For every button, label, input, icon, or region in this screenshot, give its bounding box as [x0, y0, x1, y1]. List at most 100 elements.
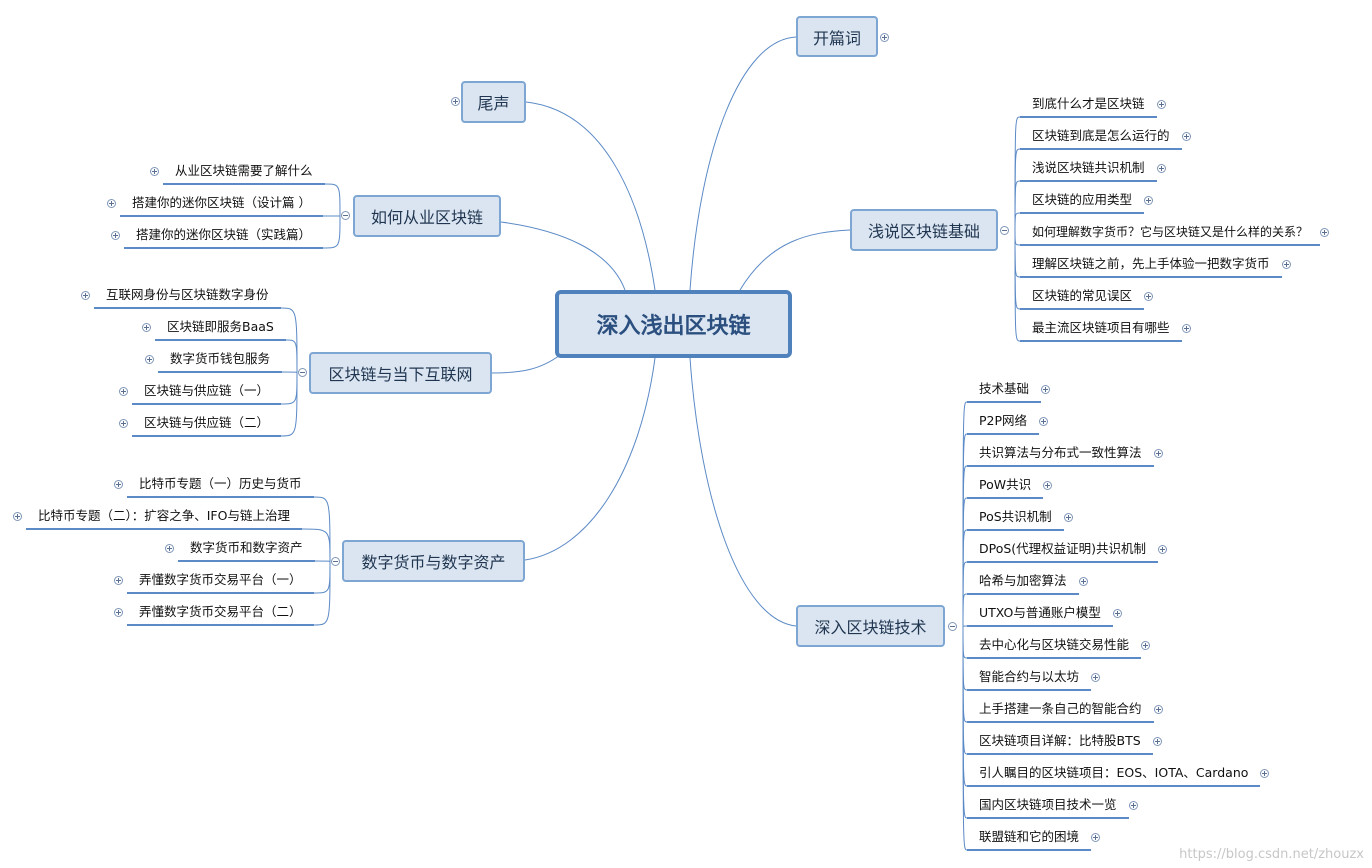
leaf-link: [322, 215, 341, 249]
leaf-shuzi-3[interactable]: 数字货币和数字资产: [190, 540, 303, 555]
leaf-qianshuo-2[interactable]: 区块链到底是怎么运行的: [1032, 128, 1170, 143]
topic-qianshuo[interactable]: 浅说区块链基础: [850, 209, 998, 251]
topic-congye[interactable]: 如何从业区块链: [353, 195, 501, 237]
leaf-shenru-10[interactable]: 智能合约与以太坊: [979, 669, 1080, 684]
leaf-shenru-7[interactable]: 哈希与加密算法: [979, 573, 1067, 588]
leaf-shenru-8[interactable]: UTXO与普通账户模型: [979, 605, 1101, 620]
expand-weisheng-icon[interactable]: [451, 97, 460, 106]
leaf-shenru-11[interactable]: 上手搭建一条自己的智能合约: [979, 701, 1142, 716]
leaf-shenru-2[interactable]: P2P网络: [979, 413, 1028, 428]
leaf-shuzi-1[interactable]: 比特币专题（一）历史与货币: [139, 476, 302, 491]
leaf-shuzi-5[interactable]: 弄懂数字货币交易平台（二）: [139, 604, 302, 619]
leaf-shenru-13[interactable]: 引人瞩目的区块链项目：EOS、IOTA、Cardano: [979, 765, 1249, 780]
expand-leaf-icon[interactable]: [1064, 513, 1073, 522]
leaf-shenru-15[interactable]: 联盟链和它的困境: [979, 829, 1080, 844]
expand-kaipian-icon[interactable]: [880, 33, 889, 42]
link-shuzi: [524, 357, 656, 561]
expand-leaf-icon[interactable]: [1157, 164, 1166, 173]
expand-leaf-icon[interactable]: [119, 387, 128, 396]
expand-leaf-icon[interactable]: [1141, 641, 1150, 650]
expand-leaf-icon[interactable]: [81, 291, 90, 300]
expand-leaf-icon[interactable]: [1158, 545, 1167, 554]
expand-leaf-icon[interactable]: [145, 355, 154, 364]
leaf-qianshuo-6[interactable]: 理解区块链之前，先上手体验一把数字货币: [1032, 256, 1270, 271]
expand-leaf-icon[interactable]: [1129, 801, 1138, 810]
topic-shenru[interactable]: 深入区块链技术: [796, 605, 945, 647]
topic-kaipian[interactable]: 开篇词: [796, 16, 878, 57]
leaf-hulian-2[interactable]: 区块链即服务BaaS: [167, 319, 274, 334]
leaf-link: [314, 560, 331, 563]
leaf-qianshuo-8[interactable]: 最主流区块链项目有哪些: [1032, 320, 1170, 335]
leaf-congye-3[interactable]: 搭建你的迷你区块链（实践篇）: [136, 227, 312, 242]
expand-leaf-icon[interactable]: [1153, 737, 1162, 746]
collapse-shenru-icon[interactable]: [948, 622, 957, 631]
link-congye: [500, 221, 626, 291]
expand-leaf-icon[interactable]: [119, 419, 128, 428]
expand-leaf-icon[interactable]: [1260, 769, 1269, 778]
leaf-shenru-14[interactable]: 国内区块链项目技术一览: [979, 797, 1117, 812]
expand-leaf-icon[interactable]: [114, 608, 123, 617]
leaf-link: [1014, 230, 1021, 278]
leaf-shuzi-4[interactable]: 弄懂数字货币交易平台（一）: [139, 572, 302, 587]
root-topic[interactable]: 深入浅出区块链: [555, 290, 792, 358]
leaf-hulian-1[interactable]: 互联网身份与区块链数字身份: [106, 287, 269, 302]
expand-leaf-icon[interactable]: [1039, 417, 1048, 426]
leaf-shenru-1[interactable]: 技术基础: [979, 381, 1030, 396]
leaf-hulian-5[interactable]: 区块链与供应链（二）: [144, 415, 270, 430]
leaf-link: [1014, 230, 1021, 342]
expand-leaf-icon[interactable]: [1091, 673, 1100, 682]
collapse-hulian-icon[interactable]: [298, 368, 307, 377]
watermark: https://blog.csdn.net/zhouzx: [1179, 847, 1364, 862]
expand-leaf-icon[interactable]: [1320, 228, 1329, 237]
leaf-shenru-3[interactable]: 共识算法与分布式一致性算法: [979, 445, 1142, 460]
expand-leaf-icon[interactable]: [1182, 132, 1191, 141]
collapse-qianshuo-icon[interactable]: [1000, 226, 1009, 235]
expand-leaf-icon[interactable]: [1113, 609, 1122, 618]
leaf-qianshuo-1[interactable]: 到底什么才是区块链: [1032, 96, 1145, 111]
expand-leaf-icon[interactable]: [1079, 577, 1088, 586]
leaf-shenru-5[interactable]: PoS共识机制: [979, 509, 1052, 524]
leaf-congye-2[interactable]: 搭建你的迷你区块链（设计篇 ）: [132, 195, 311, 210]
topic-weisheng[interactable]: 尾声: [461, 81, 526, 123]
expand-leaf-icon[interactable]: [1182, 324, 1191, 333]
leaf-shenru-12[interactable]: 区块链项目详解：比特股BTS: [979, 733, 1141, 748]
expand-leaf-icon[interactable]: [1041, 385, 1050, 394]
leaf-qianshuo-7[interactable]: 区块链的常见误区: [1032, 288, 1133, 303]
expand-leaf-icon[interactable]: [1144, 196, 1153, 205]
leaf-hulian-3[interactable]: 数字货币钱包服务: [170, 351, 271, 366]
leaf-qianshuo-3[interactable]: 浅说区块链共识机制: [1032, 160, 1145, 175]
expand-leaf-icon[interactable]: [1154, 449, 1163, 458]
expand-leaf-icon[interactable]: [1091, 833, 1100, 842]
leaf-qianshuo-4[interactable]: 区块链的应用类型: [1032, 192, 1133, 207]
expand-leaf-icon[interactable]: [1144, 292, 1153, 301]
expand-leaf-icon[interactable]: [1157, 100, 1166, 109]
expand-leaf-icon[interactable]: [142, 323, 151, 332]
link-kaipian: [689, 36, 797, 291]
leaf-congye-1[interactable]: 从业区块链需要了解什么: [175, 163, 313, 178]
expand-leaf-icon[interactable]: [150, 167, 159, 176]
leaf-link: [285, 339, 298, 374]
expand-leaf-icon[interactable]: [107, 199, 116, 208]
leaf-shenru-4[interactable]: PoW共识: [979, 477, 1032, 492]
expand-leaf-icon[interactable]: [111, 231, 120, 240]
collapse-shuzi-icon[interactable]: [331, 557, 340, 566]
leaf-link: [324, 183, 341, 217]
expand-leaf-icon[interactable]: [114, 480, 123, 489]
topic-hulian[interactable]: 区块链与当下互联网: [309, 352, 492, 394]
expand-leaf-icon[interactable]: [13, 512, 22, 521]
expand-leaf-icon[interactable]: [114, 576, 123, 585]
expand-leaf-icon[interactable]: [1043, 481, 1052, 490]
leaf-shenru-9[interactable]: 去中心化与区块链交易性能: [979, 637, 1130, 652]
leaf-link: [313, 561, 331, 594]
expand-leaf-icon[interactable]: [1282, 260, 1291, 269]
topic-shuzi[interactable]: 数字货币与数字资产: [342, 540, 525, 582]
leaf-link: [281, 371, 298, 374]
leaf-qianshuo-5[interactable]: 如何理解数字货币？它与区块链又是什么样的关系？: [1032, 225, 1309, 239]
leaf-shenru-6[interactable]: DPoS(代理权益证明)共识机制: [979, 541, 1147, 556]
collapse-congye-icon[interactable]: [341, 211, 350, 220]
leaf-hulian-4[interactable]: 区块链与供应链（一）: [144, 383, 270, 398]
leaf-link: [1014, 180, 1021, 232]
leaf-shuzi-2[interactable]: 比特币专题（二）：扩容之争、IFO与链上治理: [38, 508, 290, 523]
expand-leaf-icon[interactable]: [165, 544, 174, 553]
expand-leaf-icon[interactable]: [1154, 705, 1163, 714]
